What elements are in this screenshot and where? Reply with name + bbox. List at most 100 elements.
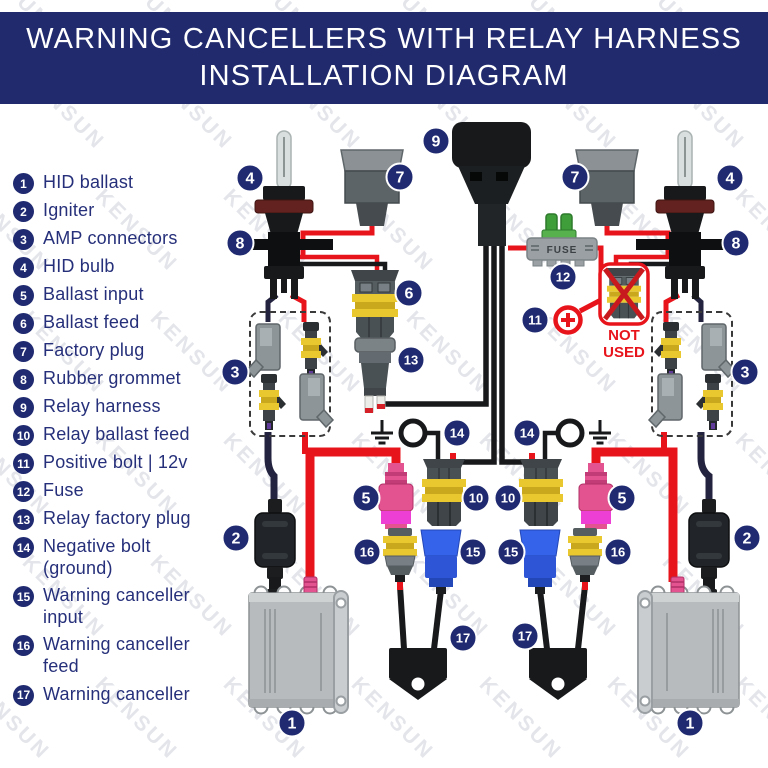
legend-number-badge: 3 — [13, 229, 34, 250]
svg-text:13: 13 — [404, 353, 418, 368]
svg-text:15: 15 — [504, 545, 518, 560]
callout-10: 10 — [493, 483, 523, 513]
legend-number-badge: 1 — [13, 173, 34, 194]
legend-label: Ballast input — [43, 284, 144, 304]
svg-text:3: 3 — [741, 365, 750, 382]
wire-left-amp-to-igniter — [264, 432, 278, 502]
svg-text:14: 14 — [450, 426, 465, 441]
legend-label: Positive bolt | 12v — [43, 452, 188, 472]
callout-5: 5 — [607, 483, 637, 513]
legend-label: Igniter — [43, 200, 95, 220]
relay-harness — [452, 122, 531, 246]
negative-bolt-right — [558, 421, 582, 445]
svg-text:15: 15 — [466, 545, 480, 560]
svg-text:12: 12 — [556, 270, 570, 285]
legend-label: AMP connectors — [43, 228, 178, 248]
negative-bolt-left — [401, 421, 425, 445]
svg-text:7: 7 — [571, 170, 580, 187]
callout-4: 4 — [715, 163, 745, 193]
warning-canceller-feed-left — [382, 527, 418, 583]
legend-number-badge: 15 — [13, 586, 34, 608]
svg-text:5: 5 — [618, 491, 627, 508]
svg-text:4: 4 — [726, 171, 735, 188]
ground-symbol-left — [369, 418, 395, 445]
svg-text:2: 2 — [232, 531, 241, 548]
legend-item: 5 Ballast input — [13, 284, 227, 306]
svg-text:6: 6 — [405, 286, 414, 303]
legend-number-badge: 14 — [13, 537, 34, 558]
svg-text:5: 5 — [362, 491, 371, 508]
wire-right-bulb-red — [663, 292, 681, 322]
wire-right-amp-to-igniter — [697, 432, 713, 502]
callout-14: 14 — [442, 418, 472, 448]
legend-number-badge: 16 — [13, 635, 34, 657]
svg-text:9: 9 — [432, 134, 441, 151]
svg-text:11: 11 — [528, 313, 542, 328]
legend-number-badge: 9 — [13, 397, 34, 418]
svg-text:3: 3 — [231, 365, 240, 382]
wire-trunk-left — [379, 244, 489, 407]
fuse-assembly: FUSE — [526, 213, 598, 267]
callout-12: 12 — [548, 262, 578, 292]
not-used-label-line2: USED — [603, 344, 645, 361]
legend-number-badge: 4 — [13, 257, 34, 278]
igniter-left — [254, 498, 296, 600]
wire-left-red-main — [305, 447, 401, 582]
svg-text:2: 2 — [743, 531, 752, 548]
legend-label: Ballast feed — [43, 312, 140, 332]
amp-connectors-right — [649, 312, 735, 436]
legend-label: Relay harness — [43, 396, 161, 416]
legend-number-badge: 6 — [13, 313, 34, 334]
legend-label: Negative bolt (ground) — [43, 536, 151, 578]
warning-canceller-left — [389, 648, 447, 700]
ground-symbol-right — [587, 418, 613, 445]
amp-connectors-left — [247, 312, 333, 436]
warning-canceller-input-right — [519, 529, 561, 595]
svg-text:10: 10 — [469, 491, 483, 506]
callout-17: 17 — [448, 623, 478, 653]
callout-15: 15 — [496, 537, 526, 567]
callout-3: 3 — [730, 357, 760, 387]
legend-label: Fuse — [43, 480, 84, 500]
legend-number-badge: 5 — [13, 285, 34, 306]
component-layer: FUSE NOT USED — [235, 122, 740, 715]
callout-7: 7 — [385, 162, 415, 192]
legend-number-badge: 7 — [13, 341, 34, 362]
page-title-line1: WARNING CANCELLERS WITH RELAY HARNESS — [26, 23, 742, 56]
legend-label: Warning canceller — [43, 683, 190, 704]
wire-left-bulb-dark — [265, 293, 279, 322]
svg-text:17: 17 — [456, 631, 470, 646]
callout-2: 2 — [221, 523, 251, 553]
ballast-input-left — [378, 462, 414, 530]
legend-label: Rubber grommet — [43, 368, 181, 388]
wire-left-grommet-to-feed-red — [299, 254, 380, 275]
legend-item: 3 AMP connectors — [13, 228, 227, 250]
svg-text:14: 14 — [520, 426, 535, 441]
mounting-bracket-left — [333, 590, 349, 714]
legend-number-badge: 13 — [13, 509, 34, 530]
callout-7: 7 — [560, 162, 590, 192]
relay-ballast-feed-left — [421, 458, 467, 527]
callout-17: 17 — [510, 621, 540, 651]
callout-14: 14 — [512, 418, 542, 448]
warning-canceller-feed-right — [567, 527, 603, 583]
svg-text:8: 8 — [732, 236, 741, 253]
factory-plug-right — [575, 149, 639, 227]
callout-8: 8 — [721, 228, 751, 258]
legend-label: Relay ballast feed — [43, 424, 190, 444]
wire-right-red-main — [591, 447, 678, 582]
not-used-label-line1: NOT — [608, 327, 640, 344]
wire-canceller-left-feed — [397, 585, 407, 650]
title-banner-background — [0, 12, 768, 104]
svg-text:1: 1 — [686, 716, 695, 733]
